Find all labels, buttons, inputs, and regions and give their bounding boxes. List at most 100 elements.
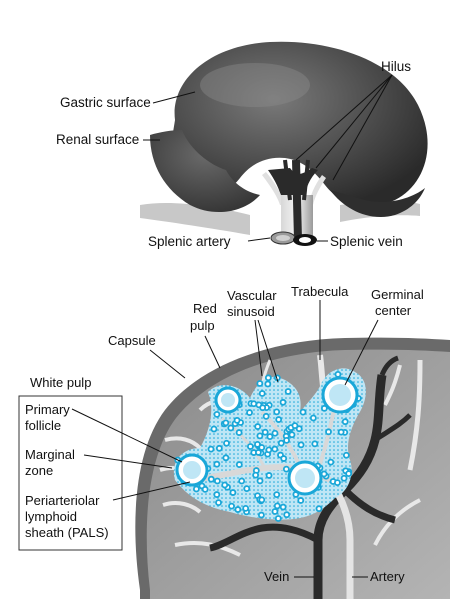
- lymphocyte-cell-core: [268, 435, 272, 439]
- lymphocyte-cell-core: [285, 513, 289, 517]
- lymphocyte-cell-core: [237, 430, 241, 435]
- lymphocyte-cell-core: [256, 424, 260, 429]
- lymphocyte-cell-core: [347, 472, 351, 476]
- lymphocyte-cell-core: [311, 416, 315, 420]
- lymphocyte-cell-core: [299, 498, 303, 503]
- lymphocyte-cell-core: [259, 513, 263, 517]
- lymphocyte-cell-core: [322, 406, 326, 410]
- lymphocyte-cell-core: [258, 479, 262, 483]
- lymphocyte-cell-core: [252, 450, 256, 455]
- lymphocyte-cell-core: [235, 418, 239, 422]
- lymphocyte-cell-core: [203, 487, 207, 491]
- lymphocyte-cell-core: [301, 410, 305, 414]
- lymphocyte-cell-core: [266, 376, 270, 380]
- lymphocyte-cell-core: [267, 448, 271, 452]
- lymphocyte-cell-core: [273, 509, 277, 514]
- germinal-center-3: [214, 386, 242, 414]
- lymphocyte-cell-core: [275, 410, 279, 414]
- lymphocyte-cell-core: [217, 446, 221, 450]
- lymphocyte-cell-core: [229, 504, 234, 508]
- lymphocyte-cell-core: [290, 433, 294, 437]
- hilus-label: Hilus: [381, 59, 411, 74]
- red-pulp-label-2: pulp: [190, 318, 215, 333]
- lymphocyte-cell-core: [277, 417, 281, 422]
- lymphocyte-cell-core: [343, 420, 347, 424]
- lymphocyte-cell-core: [279, 441, 283, 445]
- gastric-surface-label: Gastric surface: [60, 95, 151, 110]
- trabecula-label: Trabecula: [291, 284, 349, 299]
- lymphocyte-cell-core: [284, 467, 288, 471]
- lymphocyte-cell-core: [263, 430, 267, 434]
- vein-label: Vein: [264, 569, 289, 584]
- germinal-center-1: [321, 376, 359, 414]
- primary-follicle-label-2: follicle: [25, 418, 61, 433]
- germinal-center-label-2: center: [375, 303, 412, 318]
- germinal-center-label-1: Germinal: [371, 287, 424, 302]
- lymphocyte-cell-core: [281, 400, 285, 404]
- lymphocyte-cell-core: [200, 484, 204, 488]
- lymphocyte-cell-core: [339, 430, 343, 434]
- lymphocyte-cell-core: [237, 462, 241, 467]
- primary-follicle-label-1: Primary: [25, 402, 70, 417]
- lymphocyte-cell-core: [258, 434, 262, 438]
- lymphocyte-cell-core: [245, 487, 249, 491]
- lymphocyte-cell-core: [229, 426, 233, 430]
- lymphocyte-cell-core: [286, 389, 290, 394]
- lymphocyte-cell-core: [255, 442, 260, 446]
- lymphocyte-cell-core: [209, 447, 213, 451]
- lymphocyte-cell-core: [313, 442, 317, 446]
- lymphocyte-cell-core: [273, 447, 277, 451]
- lymphocyte-cell-core: [275, 493, 279, 497]
- lymphocyte-cell-core: [273, 431, 277, 435]
- vascular-sinusoid-label-1: Vascular: [227, 288, 277, 303]
- lymphocyte-cell-core: [266, 382, 270, 386]
- lymphocyte-cell-core: [264, 414, 268, 418]
- lymphocyte-cell-core: [224, 421, 228, 425]
- lymphocyte-cell-core: [215, 479, 220, 483]
- white-pulp-title: White pulp: [30, 375, 91, 390]
- capsule-label: Capsule: [108, 333, 156, 348]
- spleen-organ: [140, 41, 428, 246]
- lymphocyte-cell-core: [297, 427, 301, 431]
- lymphocyte-cell-core: [248, 444, 252, 449]
- red-pulp-label-1: Red: [193, 301, 217, 316]
- lymphocyte-cell-core: [254, 468, 258, 473]
- spleen-cross-section: [135, 337, 450, 599]
- lymphocyte-cell-core: [282, 456, 286, 461]
- lymphocyte-cell-core: [284, 434, 288, 438]
- lymphocyte-cell-core: [260, 391, 264, 396]
- lymphocyte-cell-core: [194, 487, 198, 491]
- pals-label-3: sheath (PALS): [25, 525, 109, 540]
- artery-label: Artery: [370, 569, 405, 584]
- lymphocyte-cell-core: [329, 460, 333, 464]
- lymphocyte-cell-core: [275, 504, 279, 508]
- lymphocyte-cell-core: [215, 462, 219, 466]
- lymphocyte-cell-core: [335, 481, 340, 485]
- pals-label-1: Periarteriolar: [25, 493, 100, 508]
- lymphocyte-cell-core: [260, 498, 264, 502]
- lymphocyte-cell-core: [331, 479, 335, 484]
- lymphocyte-cell-core: [247, 410, 252, 415]
- renal-surface-label: Renal surface: [56, 132, 139, 147]
- spleen-body: [170, 41, 428, 206]
- lymphocyte-cell-core: [281, 505, 285, 509]
- lymphocyte-cell-core: [215, 412, 219, 417]
- germinal-center-2: [287, 460, 323, 496]
- lymphocyte-cell-core: [293, 423, 297, 428]
- splenic-vein-label: Splenic vein: [330, 234, 403, 249]
- lymphocyte-cell-core: [299, 443, 303, 447]
- lymphocyte-cell-core: [240, 479, 244, 483]
- lymphocyte-cell-core: [258, 381, 262, 386]
- lymphocyte-cell-core: [336, 372, 340, 376]
- lymphocyte-cell-core: [254, 473, 258, 477]
- vascular-sinusoid-label-2: sinusoid: [227, 304, 275, 319]
- lymphocyte-cell-core: [284, 438, 289, 442]
- lymphocyte-cell-core: [216, 501, 221, 505]
- splenic-artery-label: Splenic artery: [148, 234, 231, 249]
- lymphocyte-cell-core: [231, 490, 235, 495]
- lymphocyte-cell-core: [267, 473, 271, 478]
- white-pulp-box: [18, 395, 123, 551]
- lymphocyte-cell-core: [257, 403, 261, 407]
- primary-follicle: [175, 453, 209, 487]
